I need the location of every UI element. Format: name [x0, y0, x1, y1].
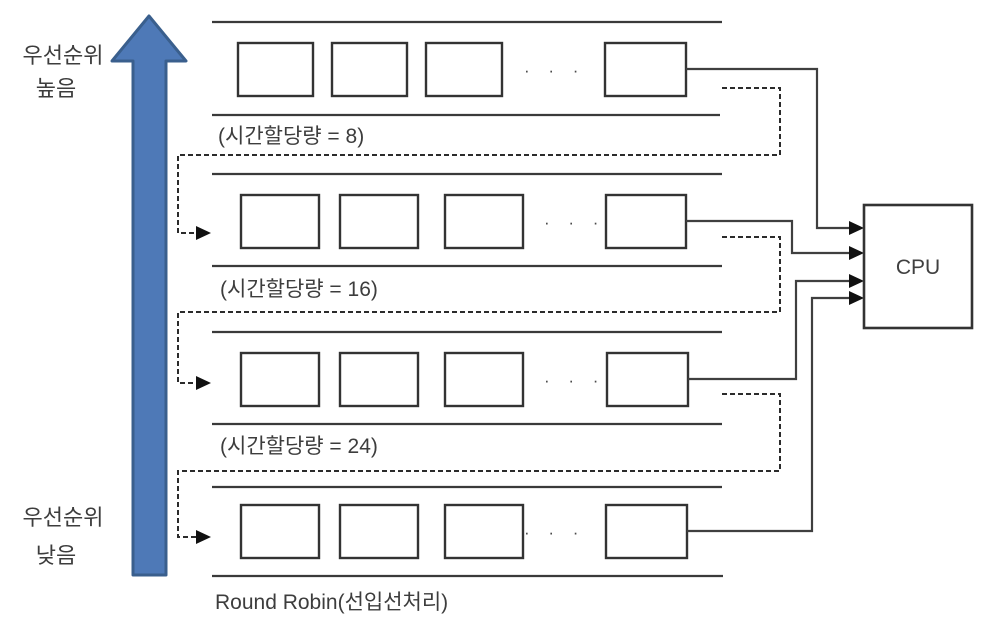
queue-3-label: (시간할당량 = 24): [220, 435, 378, 458]
demotion-arrowhead-queue3: [196, 376, 211, 390]
demotion-path-queue2-to-queue3: [177, 236, 781, 384]
process-box: [443, 193, 525, 250]
process-box: [424, 41, 504, 98]
queue2-to-cpu-connector: [686, 219, 850, 255]
queue-1: · · · (시간할당량 = 8): [212, 20, 722, 148]
demotion-paths: [177, 87, 781, 544]
process-box: [239, 503, 321, 560]
queue3-to-cpu-connector: [688, 279, 850, 381]
queue4-to-cpu-connector: [687, 296, 850, 533]
process-box: [338, 503, 420, 560]
process-box: [330, 41, 409, 98]
cpu-connectors: [686, 67, 864, 533]
process-box: [338, 351, 420, 408]
priority-up-arrow-outline: [110, 14, 188, 577]
queue1-to-cpu-connector: [686, 67, 850, 230]
process-box: [239, 193, 321, 250]
queue-1-label: (시간할당량 = 8): [218, 125, 364, 148]
process-box: [239, 351, 321, 408]
process-box: [603, 41, 688, 98]
queue-4-ellipsis: · · ·: [524, 523, 585, 542]
priority-low-label-line1: 우선순위: [23, 505, 104, 530]
process-box: [604, 503, 689, 560]
process-box: [443, 351, 525, 408]
cpu-box: [862, 203, 974, 330]
demotion-path-queue3-to-queue4: [177, 393, 781, 538]
priority-high-label-line1: 우선순위: [23, 43, 104, 68]
cpu-label: CPU: [896, 256, 940, 279]
process-box: [605, 351, 690, 408]
cpu-arrowhead-3: [849, 274, 864, 288]
process-box: [236, 41, 315, 98]
cpu: CPU: [862, 203, 974, 330]
priority-axis: 우선순위 높음 우선순위 낮음: [23, 14, 188, 577]
queue-1-ellipsis: · · ·: [524, 61, 585, 80]
queue-4-label: Round Robin(선입선처리): [215, 591, 448, 614]
priority-up-arrow-icon: [112, 16, 186, 575]
queue-2: · · · (시간할당량 = 16): [212, 172, 722, 301]
queue-2-label: (시간할당량 = 16): [220, 278, 378, 301]
queue-4: · · · Round Robin(선입선처리): [212, 485, 723, 614]
process-box: [443, 503, 525, 560]
demotion-arrowhead-queue4: [196, 530, 211, 544]
demotion-path-queue1-to-queue2: [177, 87, 781, 234]
cpu-arrowhead-1: [849, 221, 864, 235]
cpu-arrowhead-2: [849, 246, 864, 260]
cpu-arrowhead-4: [849, 291, 864, 305]
priority-low-label-line2: 낮음: [36, 543, 76, 568]
process-box: [604, 193, 688, 250]
queue-3: · · · (시간할당량 = 24): [212, 330, 722, 458]
demotion-arrowhead-queue2: [196, 226, 211, 240]
process-box: [338, 193, 420, 250]
queue-3-ellipsis: · · ·: [544, 371, 605, 390]
priority-high-label-line2: 높음: [36, 76, 76, 101]
queue-2-ellipsis: · · ·: [544, 213, 605, 232]
